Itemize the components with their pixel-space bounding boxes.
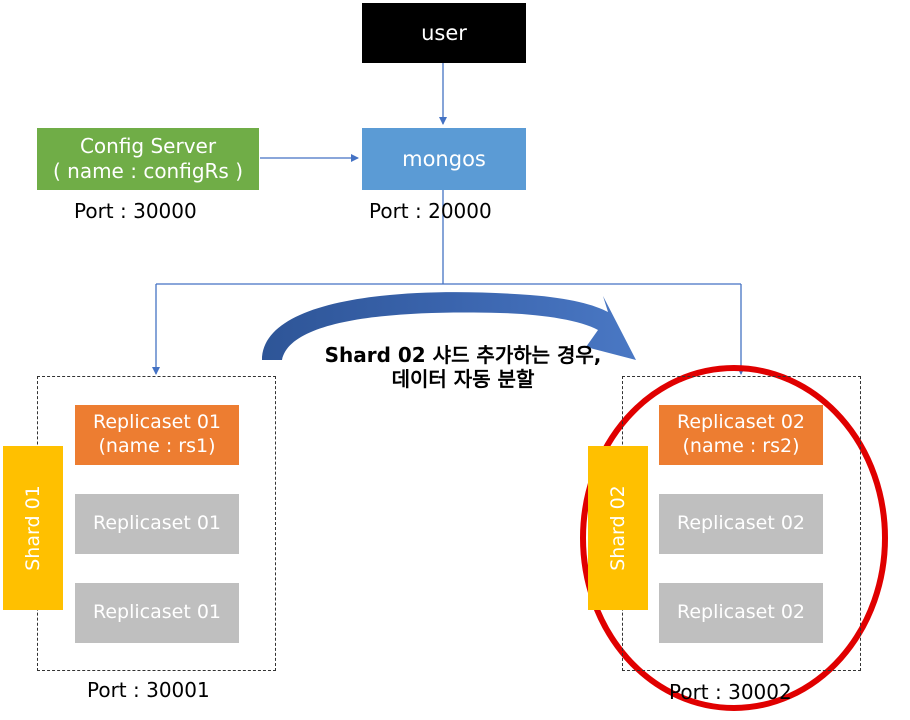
shard-01-replica-2: Replicaset 01	[75, 583, 239, 643]
shard-02-primary-title: Replicaset 02	[677, 411, 805, 434]
shard-02-port: Port : 30002	[669, 680, 792, 704]
shard-02-replica-2: Replicaset 02	[659, 583, 823, 643]
config-server-name: ( name : configRs )	[52, 159, 243, 183]
shard-01-primary-title: Replicaset 01	[93, 411, 221, 434]
shard-01-primary: Replicaset 01 (name : rs1)	[75, 405, 239, 465]
callout-text: Shard 02 샤드 추가하는 경우, 데이터 자동 분할	[298, 343, 628, 391]
callout-line-2: 데이터 자동 분할	[391, 367, 535, 391]
callout-line-1: Shard 02 샤드 추가하는 경우,	[324, 343, 602, 367]
mongos-label: mongos	[402, 146, 486, 171]
shard-01-replica-1-label: Replicaset 01	[93, 512, 221, 535]
shard-02-label: Shard 02	[607, 485, 629, 571]
mongos-port: Port : 20000	[369, 199, 492, 223]
config-server-port: Port : 30000	[74, 199, 197, 223]
shard-01-label: Shard 01	[22, 485, 44, 571]
curved-arrow-icon	[262, 292, 636, 360]
shard-01-primary-name: (name : rs1)	[98, 435, 216, 457]
config-server-title: Config Server	[79, 134, 217, 158]
shard-02-replica-1-label: Replicaset 02	[677, 512, 805, 535]
user-node: user	[362, 3, 526, 63]
highlight-circle	[580, 365, 888, 711]
shard-01-port: Port : 30001	[87, 678, 210, 702]
shard-02-primary: Replicaset 02 (name : rs2)	[659, 405, 823, 465]
mongos-node: mongos	[362, 128, 526, 190]
shard-02-primary-name: (name : rs2)	[682, 435, 800, 457]
shard-01-replica-2-label: Replicaset 01	[93, 601, 221, 624]
config-server-node: Config Server ( name : configRs )	[37, 128, 259, 190]
shard-02-bar: Shard 02	[588, 446, 648, 610]
shard-02-replica-2-label: Replicaset 02	[677, 601, 805, 624]
shard-01-replica-1: Replicaset 01	[75, 494, 239, 554]
shard-02-replica-1: Replicaset 02	[659, 494, 823, 554]
user-label: user	[421, 20, 467, 45]
shard-01-bar: Shard 01	[3, 446, 63, 610]
